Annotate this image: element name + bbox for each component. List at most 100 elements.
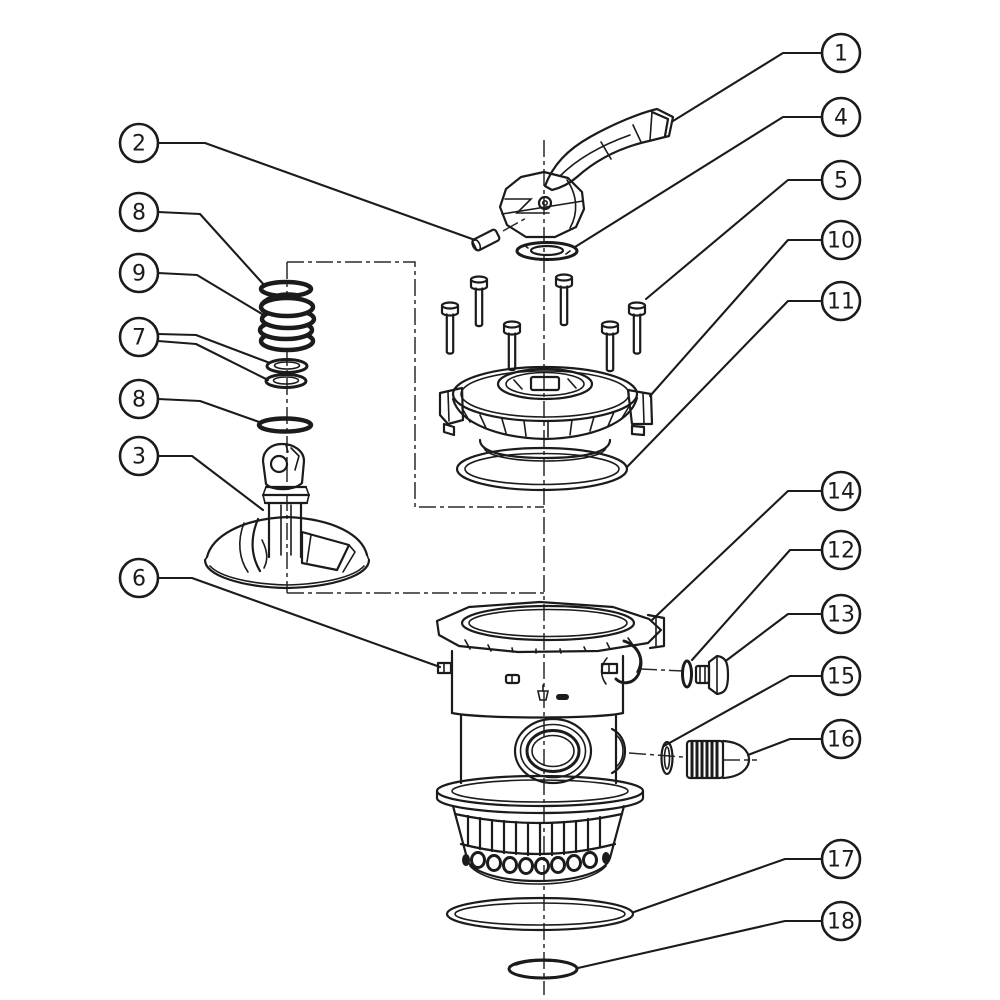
callout-9: 9 bbox=[118, 252, 264, 316]
drain-plug-centerline bbox=[628, 752, 684, 758]
callout-number: 7 bbox=[132, 326, 146, 351]
body-side-port bbox=[610, 727, 627, 775]
leader-line bbox=[690, 548, 824, 662]
leader-line bbox=[156, 397, 264, 425]
callout-number: 14 bbox=[827, 480, 855, 505]
valve-body-part bbox=[435, 600, 666, 885]
callout-circle bbox=[118, 252, 160, 294]
pin-alignment-centerline bbox=[502, 216, 529, 232]
callout-circle bbox=[820, 96, 862, 138]
lid-opening-hub bbox=[529, 375, 561, 392]
stem-o-ring-bottom-part bbox=[256, 416, 314, 434]
callout-18: 18 bbox=[576, 900, 862, 970]
callout-13: 13 bbox=[725, 593, 862, 662]
rotor-clevis-hole bbox=[269, 454, 289, 474]
leader-line bbox=[725, 612, 824, 662]
drain-plug-part bbox=[660, 739, 751, 780]
callout-circle bbox=[820, 32, 862, 74]
callout-number: 17 bbox=[827, 848, 855, 873]
callout-3: 3 bbox=[118, 435, 265, 512]
callout-number: 13 bbox=[827, 603, 855, 628]
side-plug-o-ring bbox=[681, 659, 693, 689]
callout-number: 11 bbox=[827, 290, 855, 315]
side-plug-cap bbox=[707, 654, 730, 696]
callout-16: 16 bbox=[746, 718, 862, 760]
centerlines bbox=[286, 140, 757, 995]
screw bbox=[627, 301, 647, 355]
callout-circle bbox=[820, 838, 862, 880]
leader-line bbox=[156, 339, 270, 382]
callout-circle bbox=[820, 593, 862, 635]
callout-10: 10 bbox=[648, 219, 862, 398]
drain-plug-o-ring bbox=[660, 740, 674, 776]
callout-8: 8 bbox=[118, 191, 267, 288]
drain-plug-dome bbox=[721, 739, 751, 780]
leader-line bbox=[156, 454, 265, 512]
leader-line bbox=[671, 51, 824, 123]
spring-part bbox=[257, 292, 317, 353]
callout-number: 6 bbox=[132, 567, 146, 592]
callout-number: 15 bbox=[827, 665, 855, 690]
callout-number: 16 bbox=[827, 728, 855, 753]
callout-number: 8 bbox=[132, 201, 146, 226]
callout-number: 5 bbox=[834, 169, 848, 194]
screw bbox=[554, 273, 574, 327]
screw bbox=[440, 301, 460, 355]
callout-number: 12 bbox=[827, 539, 855, 564]
body-o-ring-part bbox=[445, 896, 635, 932]
callout-number: 8 bbox=[132, 388, 146, 413]
callout-circle bbox=[118, 557, 160, 599]
leader-line bbox=[632, 857, 824, 914]
callout-circle bbox=[820, 900, 862, 942]
callout-circle bbox=[118, 378, 160, 420]
callout-11: 11 bbox=[625, 280, 862, 469]
callout-7: 7 bbox=[118, 316, 272, 382]
callout-4: 4 bbox=[573, 96, 862, 249]
leader-line bbox=[156, 576, 442, 669]
callout-number: 1 bbox=[834, 42, 848, 67]
screw bbox=[502, 320, 522, 372]
callout-number: 2 bbox=[132, 132, 146, 157]
leader-line bbox=[644, 178, 824, 301]
callout-12: 12 bbox=[690, 529, 862, 662]
leader-line bbox=[746, 737, 824, 757]
lid-part bbox=[438, 365, 654, 462]
screws-part bbox=[440, 273, 647, 373]
callout-circle bbox=[820, 529, 862, 571]
rotor-part bbox=[203, 442, 371, 590]
callout-circle bbox=[820, 219, 862, 261]
screw bbox=[469, 275, 489, 328]
callout-5: 5 bbox=[644, 159, 862, 301]
small-gasket-part bbox=[507, 958, 579, 980]
handle-part bbox=[498, 107, 675, 239]
callout-17: 17 bbox=[632, 838, 862, 914]
callout-1: 1 bbox=[671, 32, 862, 123]
callout-circle bbox=[820, 280, 862, 322]
leader-line bbox=[156, 210, 267, 288]
callout-circle bbox=[118, 122, 160, 164]
leader-line bbox=[156, 141, 477, 242]
callout-circle bbox=[118, 435, 160, 477]
leader-line bbox=[662, 674, 824, 748]
callout-number: 4 bbox=[834, 106, 848, 131]
handle-washer-part bbox=[515, 241, 579, 261]
callout-number: 18 bbox=[827, 910, 855, 935]
leader-line bbox=[156, 332, 272, 365]
leader-line bbox=[650, 489, 824, 622]
lid-o-ring-part bbox=[455, 446, 629, 492]
callout-circle bbox=[118, 316, 160, 358]
spacer-washers-part bbox=[264, 358, 309, 389]
callout-number: 9 bbox=[132, 262, 146, 287]
callout-circle bbox=[820, 470, 862, 512]
callout-6: 6 bbox=[118, 557, 442, 669]
side-plug-centerline bbox=[639, 668, 685, 672]
body-top-rim bbox=[435, 600, 663, 654]
callout-circle bbox=[118, 191, 160, 233]
callout-14: 14 bbox=[650, 470, 862, 622]
handle-pivot-hole bbox=[537, 195, 553, 211]
screw bbox=[600, 320, 620, 373]
leader-line bbox=[573, 115, 824, 249]
